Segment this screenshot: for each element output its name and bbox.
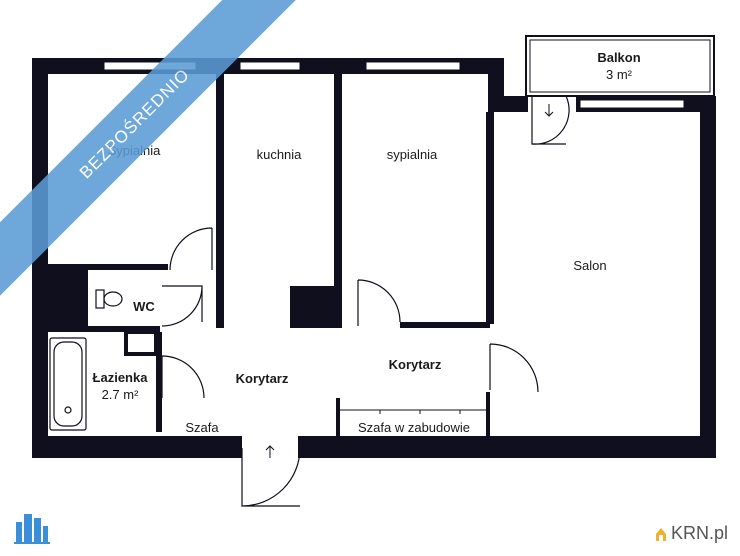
wardrobe-lines	[340, 409, 488, 414]
doors	[161, 95, 570, 507]
windows	[103, 61, 685, 109]
room-lazienka-area: 2.7 m²	[102, 387, 140, 402]
buildings-logo-icon	[14, 514, 50, 544]
room-korytarz-2: Korytarz	[389, 357, 442, 372]
krn-watermark: KRN.pl	[654, 523, 728, 544]
room-balkon-area: 3 m²	[606, 67, 633, 82]
room-kuchnia: kuchnia	[257, 147, 303, 162]
krn-logo-icon	[655, 527, 666, 541]
room-salon: Salon	[573, 258, 606, 273]
toilet	[95, 289, 123, 309]
room-balkon: Balkon	[597, 50, 640, 65]
room-szafa: Szafa	[185, 420, 219, 435]
entrance-arrows	[265, 104, 554, 458]
balcony	[525, 35, 715, 97]
bathtub	[49, 337, 87, 431]
room-lazienka: Łazienka	[93, 370, 149, 385]
room-sypialnia-2: sypialnia	[387, 147, 438, 162]
krn-watermark-text: KRN.pl	[670, 523, 728, 543]
room-korytarz-1: Korytarz	[236, 371, 289, 386]
room-wc: WC	[133, 299, 155, 314]
room-szafa-w-zabudowie: Szafa w zabudowie	[358, 420, 470, 435]
